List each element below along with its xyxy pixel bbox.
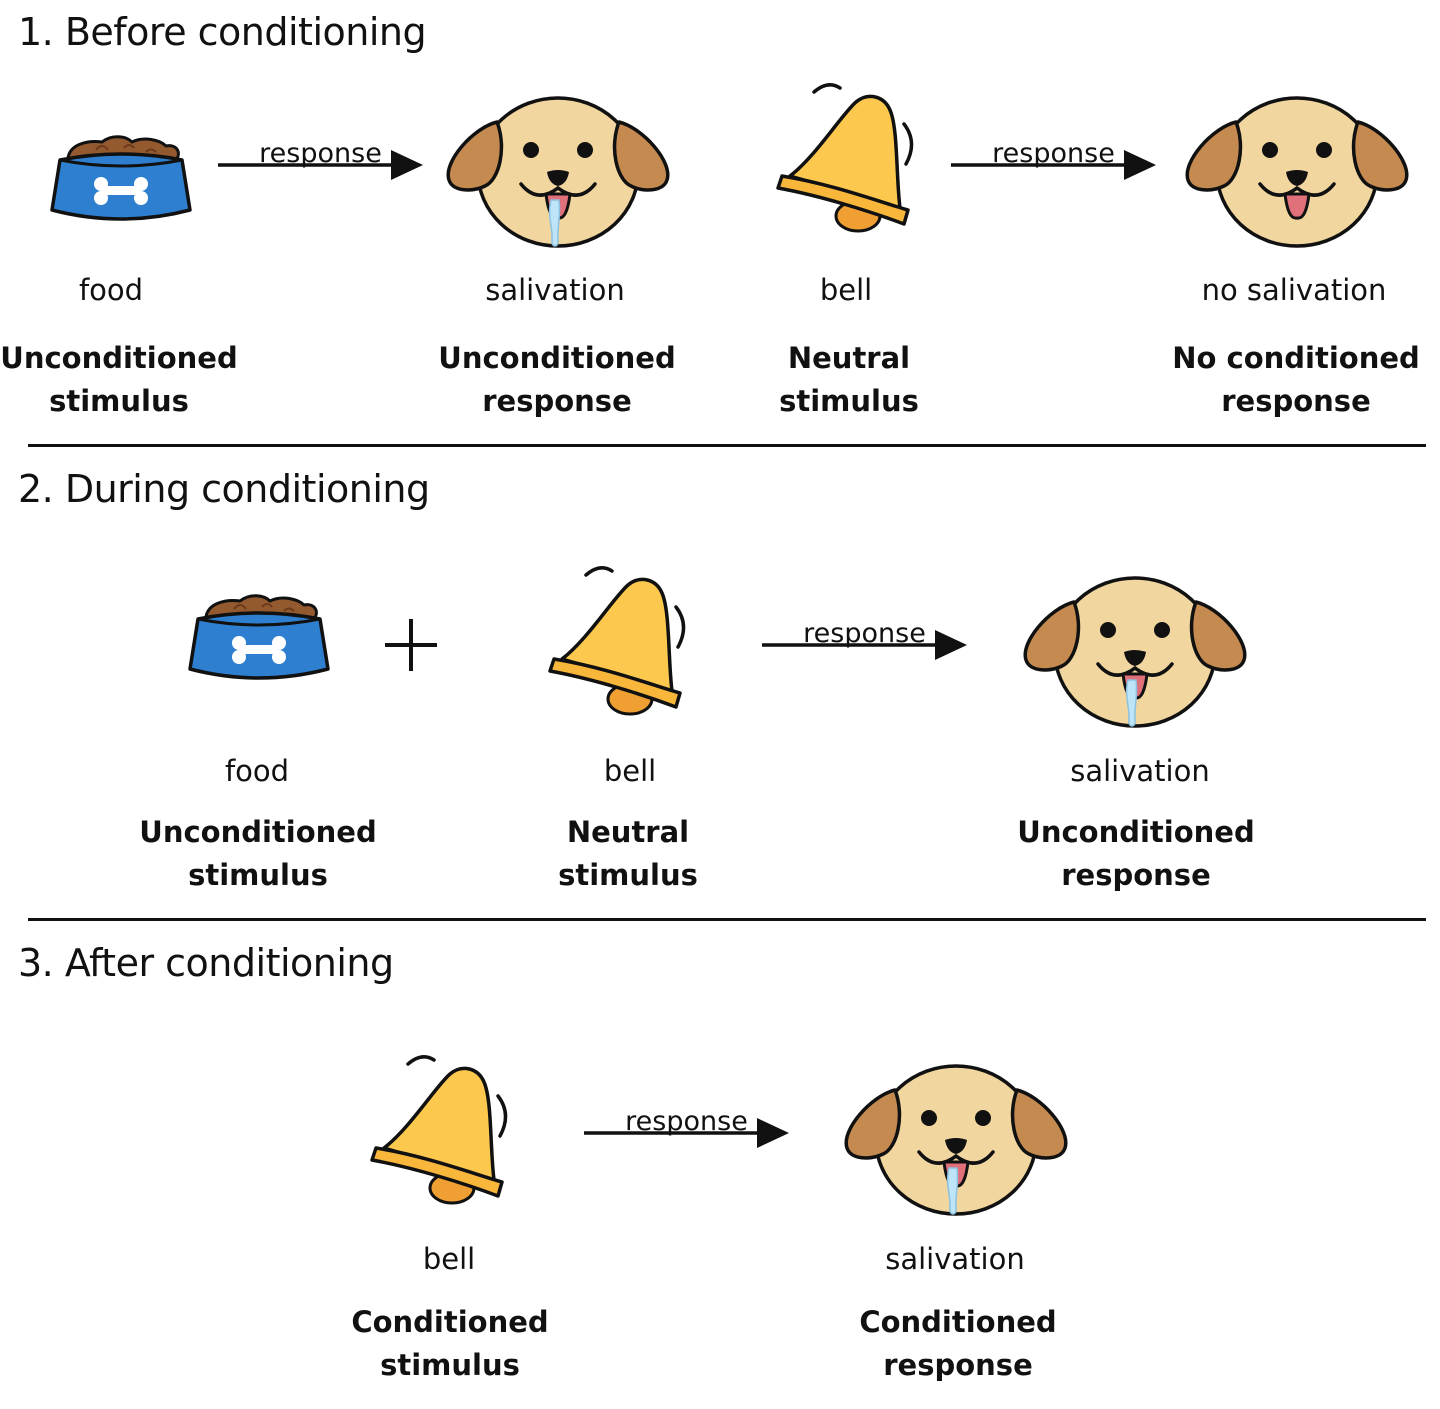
stage-3-bell-caption: bell [422,1242,476,1276]
arrow-icon [218,150,423,180]
stage-2-bell-caption: bell [603,754,657,788]
arrow-label: response [803,618,926,649]
salivating-dog-icon [443,88,673,248]
stage-2-food-caption: food [224,754,290,788]
divider [28,444,1426,447]
plus-icon [385,619,437,671]
stage-1-salivation-caption: salivation [485,273,625,307]
stage-2-title: 2. During conditioning [18,467,430,511]
arrow-icon [951,150,1156,180]
stage-1-title: 1. Before conditioning [18,10,427,54]
stage-1-arrow-2: response [951,140,1156,190]
stage-3-title: 3. After conditioning [18,941,394,985]
dog-icon [1182,88,1412,248]
arrow-label: response [259,138,382,169]
dog-food-bowl-icon [46,128,196,228]
stage-3-salivation-caption: salivation [885,1242,1025,1276]
stage-1-food-caption: food [78,273,144,307]
divider [28,918,1426,921]
stage-3-arrow: response [584,1108,789,1158]
arrow-label: response [625,1106,748,1137]
ringing-bell-icon [544,563,694,723]
salivating-dog-icon [841,1056,1071,1216]
stage-2-arrow: response [762,620,967,670]
salivating-dog-icon [1020,568,1250,728]
arrow-icon [762,630,967,660]
stage-1-bell-caption: bell [819,273,873,307]
stage-2-salivation-caption: salivation [1070,754,1210,788]
ringing-bell-icon [772,80,922,240]
arrow-label: response [992,138,1115,169]
arrow-icon [584,1118,789,1148]
stage-1-no-salivation-caption: no salivation [1201,273,1387,307]
stage-1-arrow-1: response [218,140,423,190]
dog-food-bowl-icon [184,587,334,687]
ringing-bell-icon [366,1052,516,1212]
